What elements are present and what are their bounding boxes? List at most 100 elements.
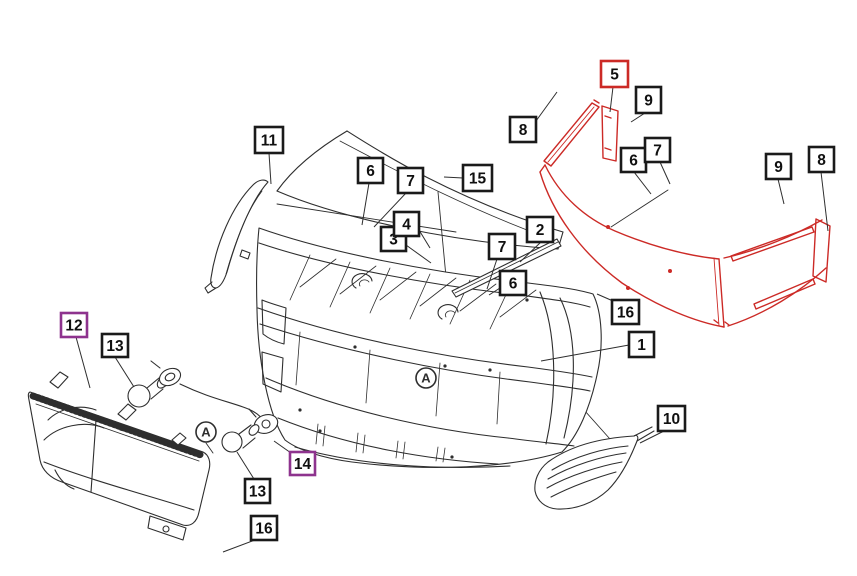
leader-line-6c (488, 287, 501, 296)
part-label-box-15[interactable] (461, 163, 494, 193)
part-label-7a[interactable]: 7 (396, 166, 425, 195)
part-label-text-2: 2 (536, 222, 545, 239)
leader-line-9a (630, 112, 646, 123)
part-label-box-13b[interactable] (243, 477, 272, 505)
leader-line-15 (443, 176, 464, 179)
part-label-7b[interactable]: 7 (643, 136, 672, 164)
part-label-box-8a[interactable] (508, 115, 538, 144)
part-label-text-12: 12 (65, 318, 82, 335)
part-label-box-10[interactable] (656, 404, 687, 433)
leader-line-6b (633, 171, 652, 195)
part-label-box-14[interactable] (288, 450, 317, 477)
part-label-text-10: 10 (663, 411, 680, 428)
svg-text:A: A (421, 371, 431, 386)
part-label-text-9a: 9 (644, 93, 653, 110)
part-label-13b[interactable]: 13 (243, 477, 272, 505)
leader-line-8b (820, 171, 829, 232)
part-label-box-2[interactable] (525, 215, 555, 244)
part-label-text-11: 11 (261, 133, 278, 150)
part-label-text-9b: 9 (774, 159, 783, 176)
part-label-box-7a[interactable] (396, 166, 425, 195)
leader-line-7c (486, 258, 498, 290)
leader-line-13b (236, 451, 255, 480)
part-label-13a[interactable]: 13 (100, 332, 130, 359)
leader-line-4 (418, 229, 431, 249)
part-label-text-4: 4 (402, 217, 411, 234)
air-deflector-part-5-highlighted-drawing (539, 99, 831, 328)
part-label-1[interactable]: 1 (627, 330, 656, 359)
leader-line-5 (609, 86, 614, 113)
part-label-text-8b: 8 (817, 152, 826, 169)
part-label-text-5: 5 (610, 67, 619, 84)
molding-strip-part-2-drawing (451, 238, 562, 298)
part-label-box-1[interactable] (627, 330, 656, 359)
part-label-15[interactable]: 15 (461, 163, 494, 193)
leader-line-2 (519, 241, 542, 263)
leader-line-9b (777, 178, 785, 205)
bulb-socket-harness-drawing (127, 360, 279, 453)
part-label-box-6a[interactable] (356, 156, 385, 185)
part-label-5[interactable]: 5 (599, 59, 630, 89)
leader-line-16b (222, 539, 256, 553)
part-label-4[interactable]: 4 (392, 210, 421, 238)
part-label-box-16b[interactable] (249, 514, 279, 542)
part-label-text-8a: 8 (519, 122, 528, 139)
part-label-box-7b[interactable] (643, 136, 672, 164)
part-label-6a[interactable]: 6 (356, 156, 385, 185)
part-label-11[interactable]: 11 (253, 125, 285, 155)
part-label-box-4[interactable] (392, 210, 421, 238)
part-label-9b[interactable]: 9 (764, 152, 793, 181)
leader-line-12 (75, 336, 91, 389)
part-label-text-3: 3 (389, 232, 398, 249)
part-label-text-14: 14 (294, 456, 312, 473)
part-label-2[interactable]: 2 (525, 215, 555, 244)
part-label-text-7c: 7 (498, 239, 507, 256)
part-label-12[interactable]: 12 (59, 311, 89, 339)
part-label-box-11[interactable] (253, 125, 285, 155)
leader-line-16a (596, 293, 614, 302)
part-label-16a[interactable]: 16 (610, 298, 641, 326)
part-label-box-6c[interactable] (498, 269, 528, 297)
part-label-box-9b[interactable] (764, 152, 793, 181)
part-label-6b[interactable]: 6 (619, 146, 648, 174)
reference-marker-A-right: A (415, 367, 437, 389)
part-label-6c[interactable]: 6 (498, 269, 528, 297)
leader-line-14 (273, 440, 292, 454)
part-label-box-5[interactable] (599, 59, 630, 89)
part-label-box-7c[interactable] (487, 232, 517, 261)
part-label-text-16a: 16 (617, 305, 635, 322)
part-label-14[interactable]: 14 (288, 450, 317, 477)
part-label-text-7b: 7 (653, 143, 662, 160)
reference-marker-A-left: A (195, 421, 217, 443)
part-label-text-15: 15 (469, 171, 487, 188)
headlamp-assembly-drawing (27, 371, 211, 541)
leader-line-7b (659, 161, 671, 185)
leader-line-3 (405, 244, 432, 264)
part-label-box-12[interactable] (59, 311, 89, 339)
part-label-9a[interactable]: 9 (634, 85, 663, 115)
part-label-box-16a[interactable] (610, 298, 641, 326)
part-label-text-6c: 6 (509, 276, 518, 293)
part-label-text-6a: 6 (366, 163, 375, 180)
part-label-text-13b: 13 (249, 484, 267, 501)
part-label-8a[interactable]: 8 (508, 115, 538, 144)
part-label-text-16b: 16 (255, 521, 273, 538)
part-label-box-8b[interactable] (807, 145, 836, 174)
part-label-10[interactable]: 10 (656, 404, 687, 433)
part-label-text-7a: 7 (406, 173, 415, 190)
leader-line-10 (639, 430, 665, 444)
trim-strip-part-11-drawing (204, 179, 269, 294)
part-label-7c[interactable]: 7 (487, 232, 517, 261)
part-label-text-1: 1 (637, 337, 646, 354)
corner-lamp-drawing (534, 426, 655, 510)
front-bumper-grille-assembly-drawing (256, 227, 602, 468)
leader-line-1 (540, 344, 630, 362)
part-label-text-6b: 6 (629, 153, 638, 170)
part-label-box-9a[interactable] (634, 85, 663, 115)
leader-line-11 (268, 152, 272, 185)
leader-line-8a (535, 91, 558, 122)
part-label-box-13a[interactable] (100, 332, 130, 359)
part-label-16b[interactable]: 16 (249, 514, 279, 542)
part-label-8b[interactable]: 8 (807, 145, 836, 174)
